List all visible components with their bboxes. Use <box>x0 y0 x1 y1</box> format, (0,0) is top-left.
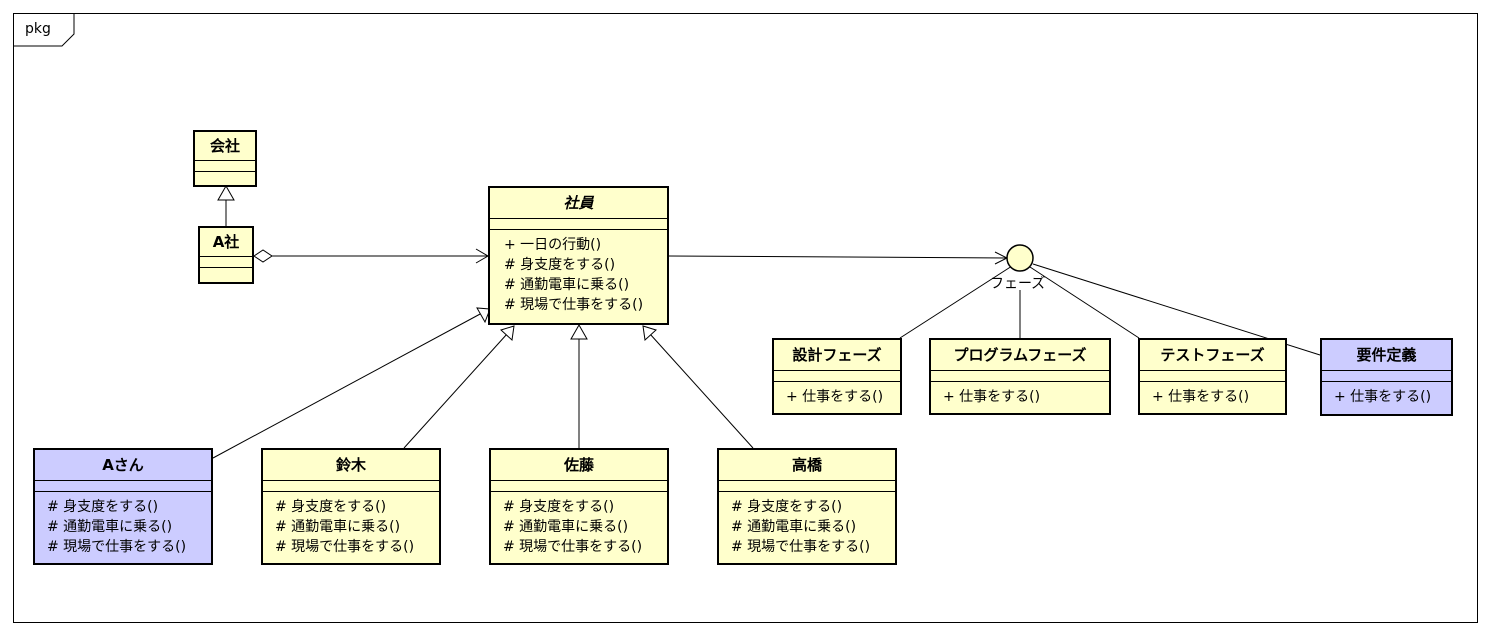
class-name: 要件定義 <box>1322 340 1451 371</box>
package-label: pkg <box>25 21 51 37</box>
class-suzuki[interactable]: 鈴木 # 身支度をする() # 通勤電車に乗る() # 現場で仕事をする() <box>261 448 441 565</box>
operations-compartment: + 仕事をする() <box>1140 382 1285 407</box>
operation: # 現場で仕事をする() <box>275 539 415 555</box>
operation: + 仕事をする() <box>786 389 884 405</box>
generalization-arrowhead-a-san <box>476 307 491 324</box>
attributes-compartment <box>491 481 667 492</box>
operations-compartment: + 仕事をする() <box>1322 382 1451 407</box>
class-name: テストフェーズ <box>1140 340 1285 371</box>
operation: # 通勤電車に乗る() <box>503 519 629 535</box>
class-sato[interactable]: 佐藤 # 身支度をする() # 通勤電車に乗る() # 現場で仕事をする() <box>489 448 669 565</box>
generalization-arrowhead-kaisha <box>217 184 235 201</box>
class-shain[interactable]: 社員 + 一日の行動() # 身支度をする() # 通勤電車に乗る() # 現場… <box>488 186 669 325</box>
operation: # 通勤電車に乗る() <box>47 519 173 535</box>
class-sekkei-phase[interactable]: 設計フェーズ + 仕事をする() <box>772 338 902 415</box>
class-a-sha[interactable]: A社 <box>198 226 254 284</box>
class-program-phase[interactable]: プログラムフェーズ + 仕事をする() <box>929 338 1111 415</box>
class-name: 佐藤 <box>491 450 667 481</box>
interface-circle-phase <box>1006 244 1034 272</box>
class-name: 社員 <box>490 188 667 219</box>
class-name: 設計フェーズ <box>774 340 900 371</box>
realization-line-sekkei <box>899 265 1013 339</box>
operation: # 身支度をする() <box>275 499 387 515</box>
operations-compartment: # 身支度をする() # 通勤電車に乗る() # 現場で仕事をする() <box>491 492 667 557</box>
generalization-arrowhead-sato <box>570 323 588 340</box>
aggregation-diamond-a-sha <box>253 249 273 263</box>
package-tab-outline <box>13 13 75 47</box>
operation: # 現場で仕事をする() <box>731 539 871 555</box>
class-name: 会社 <box>195 132 255 161</box>
attributes-compartment <box>200 257 252 268</box>
class-name: 鈴木 <box>263 450 439 481</box>
operation: # 通勤電車に乗る() <box>504 277 630 293</box>
realization-line-test <box>1029 266 1140 339</box>
operations-compartment: # 身支度をする() # 通勤電車に乗る() # 現場で仕事をする() <box>719 492 895 557</box>
attributes-compartment <box>35 481 211 492</box>
class-name: 高橋 <box>719 450 895 481</box>
class-kaisha[interactable]: 会社 <box>193 130 257 187</box>
operation: # 現場で仕事をする() <box>504 297 644 313</box>
operation: # 現場で仕事をする() <box>47 539 187 555</box>
attributes-compartment <box>1140 371 1285 382</box>
operation: + 仕事をする() <box>1152 389 1250 405</box>
operation: + 仕事をする() <box>1334 389 1432 405</box>
operation: # 通勤電車に乗る() <box>731 519 857 535</box>
generalization-arrowhead-suzuki <box>500 325 515 342</box>
attributes-compartment <box>931 371 1109 382</box>
class-youken-teigi[interactable]: 要件定義 + 仕事をする() <box>1320 338 1453 416</box>
operations-compartment: + 仕事をする() <box>774 382 900 407</box>
attributes-compartment <box>490 219 667 230</box>
operations-compartment: # 身支度をする() # 通勤電車に乗る() # 現場で仕事をする() <box>263 492 439 557</box>
operations-compartment: # 身支度をする() # 通勤電車に乗る() # 現場で仕事をする() <box>35 492 211 557</box>
attributes-compartment <box>195 161 255 172</box>
package-frame <box>13 13 1478 623</box>
operation: # 身支度をする() <box>731 499 843 515</box>
operation: # 通勤電車に乗る() <box>275 519 401 535</box>
class-takahashi[interactable]: 高橋 # 身支度をする() # 通勤電車に乗る() # 現場で仕事をする() <box>717 448 897 565</box>
attributes-compartment <box>1322 371 1451 382</box>
class-a-san[interactable]: Aさん # 身支度をする() # 通勤電車に乗る() # 現場で仕事をする() <box>33 448 213 565</box>
class-name: プログラムフェーズ <box>931 340 1109 371</box>
generalization-line-a-san <box>212 312 483 459</box>
generalization-arrowhead-takahashi <box>642 325 657 342</box>
attributes-compartment <box>263 481 439 492</box>
operation: # 身支度をする() <box>503 499 615 515</box>
generalization-line-takahashi <box>649 333 754 449</box>
operation: # 身支度をする() <box>504 257 616 273</box>
class-test-phase[interactable]: テストフェーズ + 仕事をする() <box>1138 338 1287 415</box>
attributes-compartment <box>774 371 900 382</box>
generalization-line-suzuki <box>403 333 508 449</box>
operation: # 現場で仕事をする() <box>503 539 643 555</box>
operation: + 仕事をする() <box>943 389 1041 405</box>
dependency-line-shain-phase <box>668 255 1008 259</box>
class-name: A社 <box>200 228 252 257</box>
operations-compartment: + 仕事をする() <box>931 382 1109 407</box>
interface-label-phase: フェーズ <box>990 276 1046 292</box>
operation: + 一日の行動() <box>504 237 602 253</box>
attributes-compartment <box>719 481 895 492</box>
operations-compartment: + 一日の行動() # 身支度をする() # 通勤電車に乗る() # 現場で仕事… <box>490 230 667 315</box>
operation: # 身支度をする() <box>47 499 159 515</box>
class-name: Aさん <box>35 450 211 481</box>
